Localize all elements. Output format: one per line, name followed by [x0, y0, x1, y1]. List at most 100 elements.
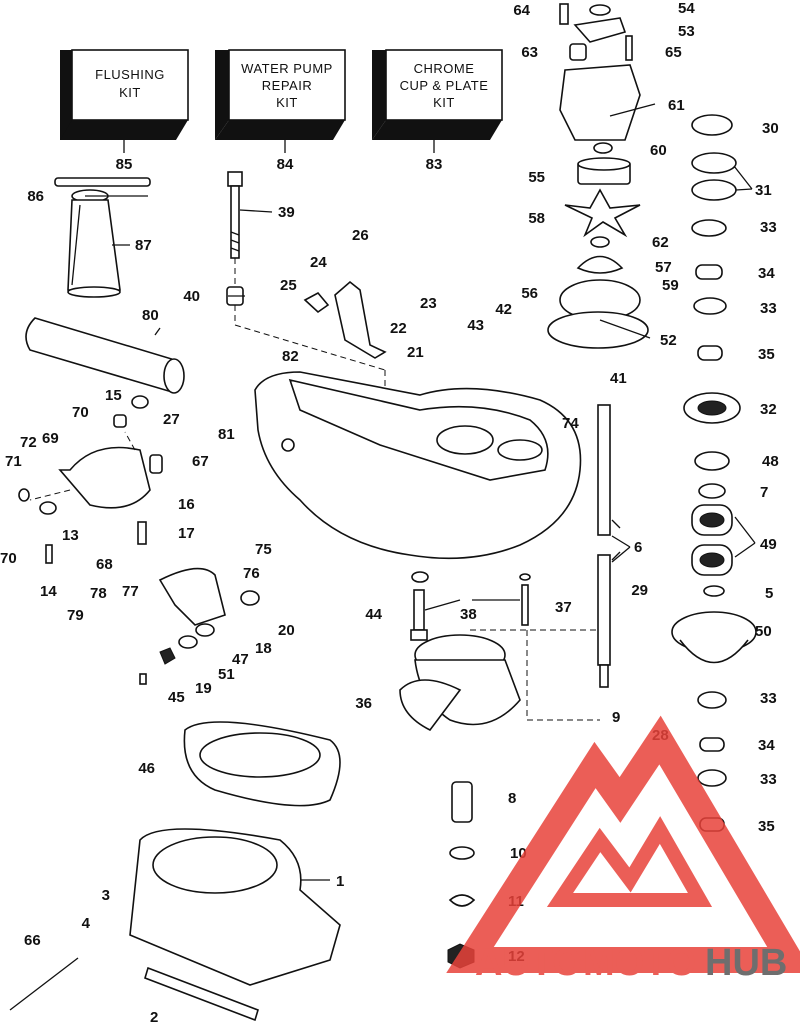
callout-87: 87	[135, 237, 152, 254]
callout-74: 74	[562, 415, 579, 432]
automotohub-logo: AUTO MOTO HUB	[446, 715, 800, 984]
logo-text-moto: MOTO	[583, 942, 696, 984]
callout-60: 60	[650, 142, 667, 159]
callout-17: 17	[178, 525, 195, 542]
callout-21: 21	[407, 344, 424, 361]
callout-76: 76	[243, 565, 260, 582]
callout-78: 78	[90, 585, 107, 602]
impeller	[399, 629, 600, 732]
kit-label-line3: KIT	[276, 95, 298, 110]
kit-label-line1: CHROME	[414, 61, 475, 76]
callout-34: 34	[758, 737, 775, 754]
callout-16: 16	[178, 496, 195, 513]
callout-33: 33	[760, 690, 777, 707]
callout-40: 40	[183, 288, 200, 305]
callout-62: 62	[652, 234, 669, 251]
callout-15: 15	[105, 387, 122, 404]
callout-54: 54	[678, 0, 695, 17]
callout-51: 51	[218, 666, 235, 683]
callout-8: 8	[508, 790, 516, 807]
callout-75: 75	[255, 541, 272, 558]
callout-47: 47	[232, 651, 249, 668]
kit-label-line2: CUP & PLATE	[400, 78, 489, 93]
callout-70: 70	[72, 404, 89, 421]
callout-70: 70	[0, 550, 17, 567]
callout-37: 37	[555, 599, 572, 616]
callout-63: 63	[521, 44, 538, 61]
callout-33: 33	[760, 300, 777, 317]
callout-36: 36	[355, 695, 372, 712]
callout-39: 39	[278, 204, 295, 221]
callout-25: 25	[280, 277, 297, 294]
callout-49: 49	[760, 536, 777, 553]
callout-32: 32	[760, 401, 777, 418]
callout-7: 7	[760, 484, 768, 501]
callout-50: 50	[755, 623, 772, 640]
long-bolt	[226, 171, 244, 325]
callout-5: 5	[765, 585, 773, 602]
left-fasteners	[18, 395, 260, 685]
callout-45: 45	[168, 689, 185, 706]
callout-4: 4	[82, 915, 91, 932]
pump-ring	[183, 721, 341, 807]
callout-35: 35	[758, 818, 775, 835]
callout-67: 67	[192, 453, 209, 470]
callout-22: 22	[390, 320, 407, 337]
callout-86: 86	[27, 188, 44, 205]
callout-84: 84	[277, 156, 294, 173]
callout-55: 55	[528, 169, 545, 186]
callout-82: 82	[282, 348, 299, 365]
callout-72: 72	[20, 434, 37, 451]
callout-44: 44	[365, 606, 382, 623]
callout-13: 13	[62, 527, 79, 544]
callout-81: 81	[218, 426, 235, 443]
kit-label-line1: FLUSHING	[95, 67, 165, 82]
callout-33: 33	[760, 219, 777, 236]
callout-29: 29	[631, 582, 648, 599]
callout-71: 71	[5, 453, 22, 470]
callout-79: 79	[67, 607, 84, 624]
flushing-attachment	[54, 177, 151, 298]
callout-26: 26	[352, 227, 369, 244]
callout-34: 34	[758, 265, 775, 282]
callout-19: 19	[195, 680, 212, 697]
kit-label-line2: REPAIR	[262, 78, 312, 93]
callout-53: 53	[678, 23, 695, 40]
callout-labels: 64 54 53 63 65 61 30 31 60 55 33 58 62 3…	[0, 0, 779, 1024]
callout-31: 31	[755, 182, 772, 199]
callout-83: 83	[426, 156, 443, 173]
seal-stack	[671, 114, 757, 832]
mounting-bracket	[303, 280, 387, 359]
chrome-cup-plate-kit-box: CHROME CUP & PLATE KIT	[372, 49, 503, 153]
water-pump-assembly	[547, 3, 649, 349]
pump-housing	[234, 324, 582, 560]
callout-2: 2	[150, 1009, 158, 1024]
callout-52: 52	[660, 332, 677, 349]
kit-label-line2: KIT	[119, 85, 141, 100]
callout-59: 59	[662, 277, 679, 294]
flushing-kit-box: FLUSHING KIT	[60, 49, 189, 153]
callout-3: 3	[102, 887, 110, 904]
callout-56: 56	[521, 285, 538, 302]
callout-64: 64	[513, 2, 530, 19]
callout-65: 65	[665, 44, 682, 61]
callout-38: 38	[460, 606, 477, 623]
callout-30: 30	[762, 120, 779, 137]
callout-6: 6	[634, 539, 642, 556]
callout-46: 46	[138, 760, 155, 777]
callout-68: 68	[96, 556, 113, 573]
water-pump-repair-kit-box: WATER PUMP REPAIR KIT	[215, 49, 346, 153]
callout-69: 69	[42, 430, 59, 447]
kit-label-line1: WATER PUMP	[241, 61, 333, 76]
callout-77: 77	[122, 583, 139, 600]
logo-text-auto: AUTO	[475, 942, 582, 984]
callout-35: 35	[758, 346, 775, 363]
kit-label-line3: KIT	[433, 95, 455, 110]
callout-57: 57	[655, 259, 672, 276]
callout-1: 1	[336, 873, 344, 890]
callout-9: 9	[612, 709, 620, 726]
callout-24: 24	[310, 254, 327, 271]
driveshaft	[597, 404, 621, 688]
callout-61: 61	[668, 97, 685, 114]
